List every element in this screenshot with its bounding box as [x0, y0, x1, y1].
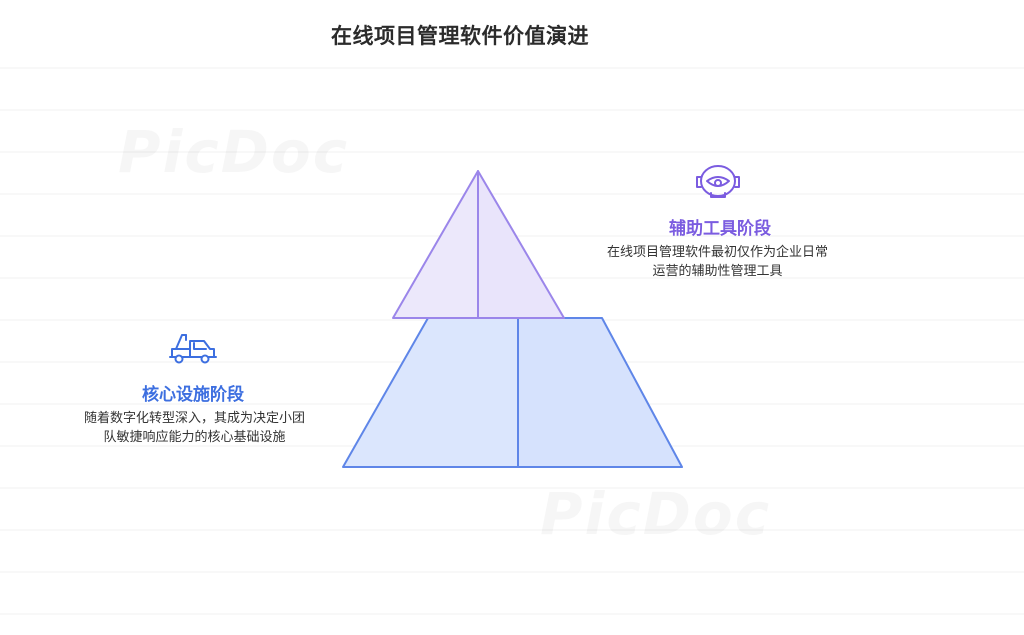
- astronaut-helmet-icon: [696, 165, 740, 198]
- stage-desc-core: 随着数字化转型深入，其成为决定小团 队敏捷响应能力的核心基础设施: [62, 409, 327, 447]
- pyramid-top-right-face: [477, 170, 565, 319]
- stage-desc-line: 随着数字化转型深入，其成为决定小团: [83, 411, 305, 426]
- stage-title-auxiliary: 辅助工具阶段: [669, 219, 771, 239]
- stage-desc-auxiliary: 在线项目管理软件最初仅作为企业日常 运营的辅助性管理工具: [585, 243, 850, 281]
- page-title: 在线项目管理软件价值演进: [331, 24, 589, 48]
- stage-desc-line: 在线项目管理软件最初仅作为企业日常: [606, 245, 828, 260]
- pyramid-bottom-right-face: [517, 317, 683, 468]
- pyramid-top-left-face: [392, 170, 479, 319]
- pyramid-bottom-left-face: [342, 317, 519, 468]
- tow-truck-icon: [169, 334, 217, 364]
- stage-desc-line: 队敏捷响应能力的核心基础设施: [103, 430, 286, 445]
- stage-desc-line: 运营的辅助性管理工具: [652, 264, 783, 279]
- stage-title-core: 核心设施阶段: [142, 385, 244, 405]
